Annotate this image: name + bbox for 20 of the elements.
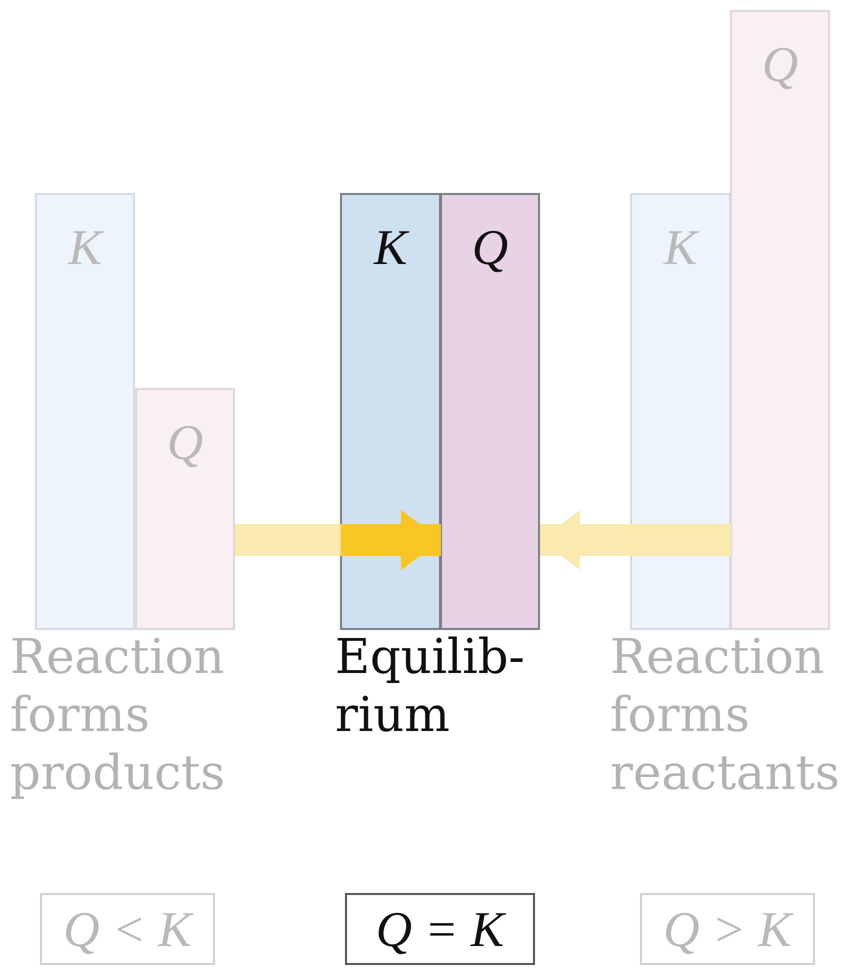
q-bar — [135, 388, 235, 630]
arrow — [540, 510, 731, 570]
symbol-label: Q — [760, 35, 800, 94]
caption-text: Reaction forms reactants — [610, 628, 841, 802]
caption-text: Equilib-rium — [335, 628, 526, 744]
q-bar — [440, 193, 540, 630]
symbol-label: K — [662, 218, 700, 277]
caption-text: Reaction forms products — [10, 628, 226, 802]
k-bar — [35, 193, 135, 630]
condition-label: Q > K — [640, 893, 815, 965]
condition-label: Q = K — [345, 893, 535, 965]
k-bar — [630, 193, 731, 630]
condition-label: Q < K — [40, 893, 215, 965]
arrow — [235, 510, 441, 570]
q-bar — [730, 10, 830, 630]
symbol-label: Q — [470, 218, 510, 277]
symbol-label: K — [66, 218, 105, 277]
k-bar — [340, 193, 441, 630]
symbol-label: Q — [166, 413, 204, 472]
symbol-label: K — [372, 218, 410, 277]
